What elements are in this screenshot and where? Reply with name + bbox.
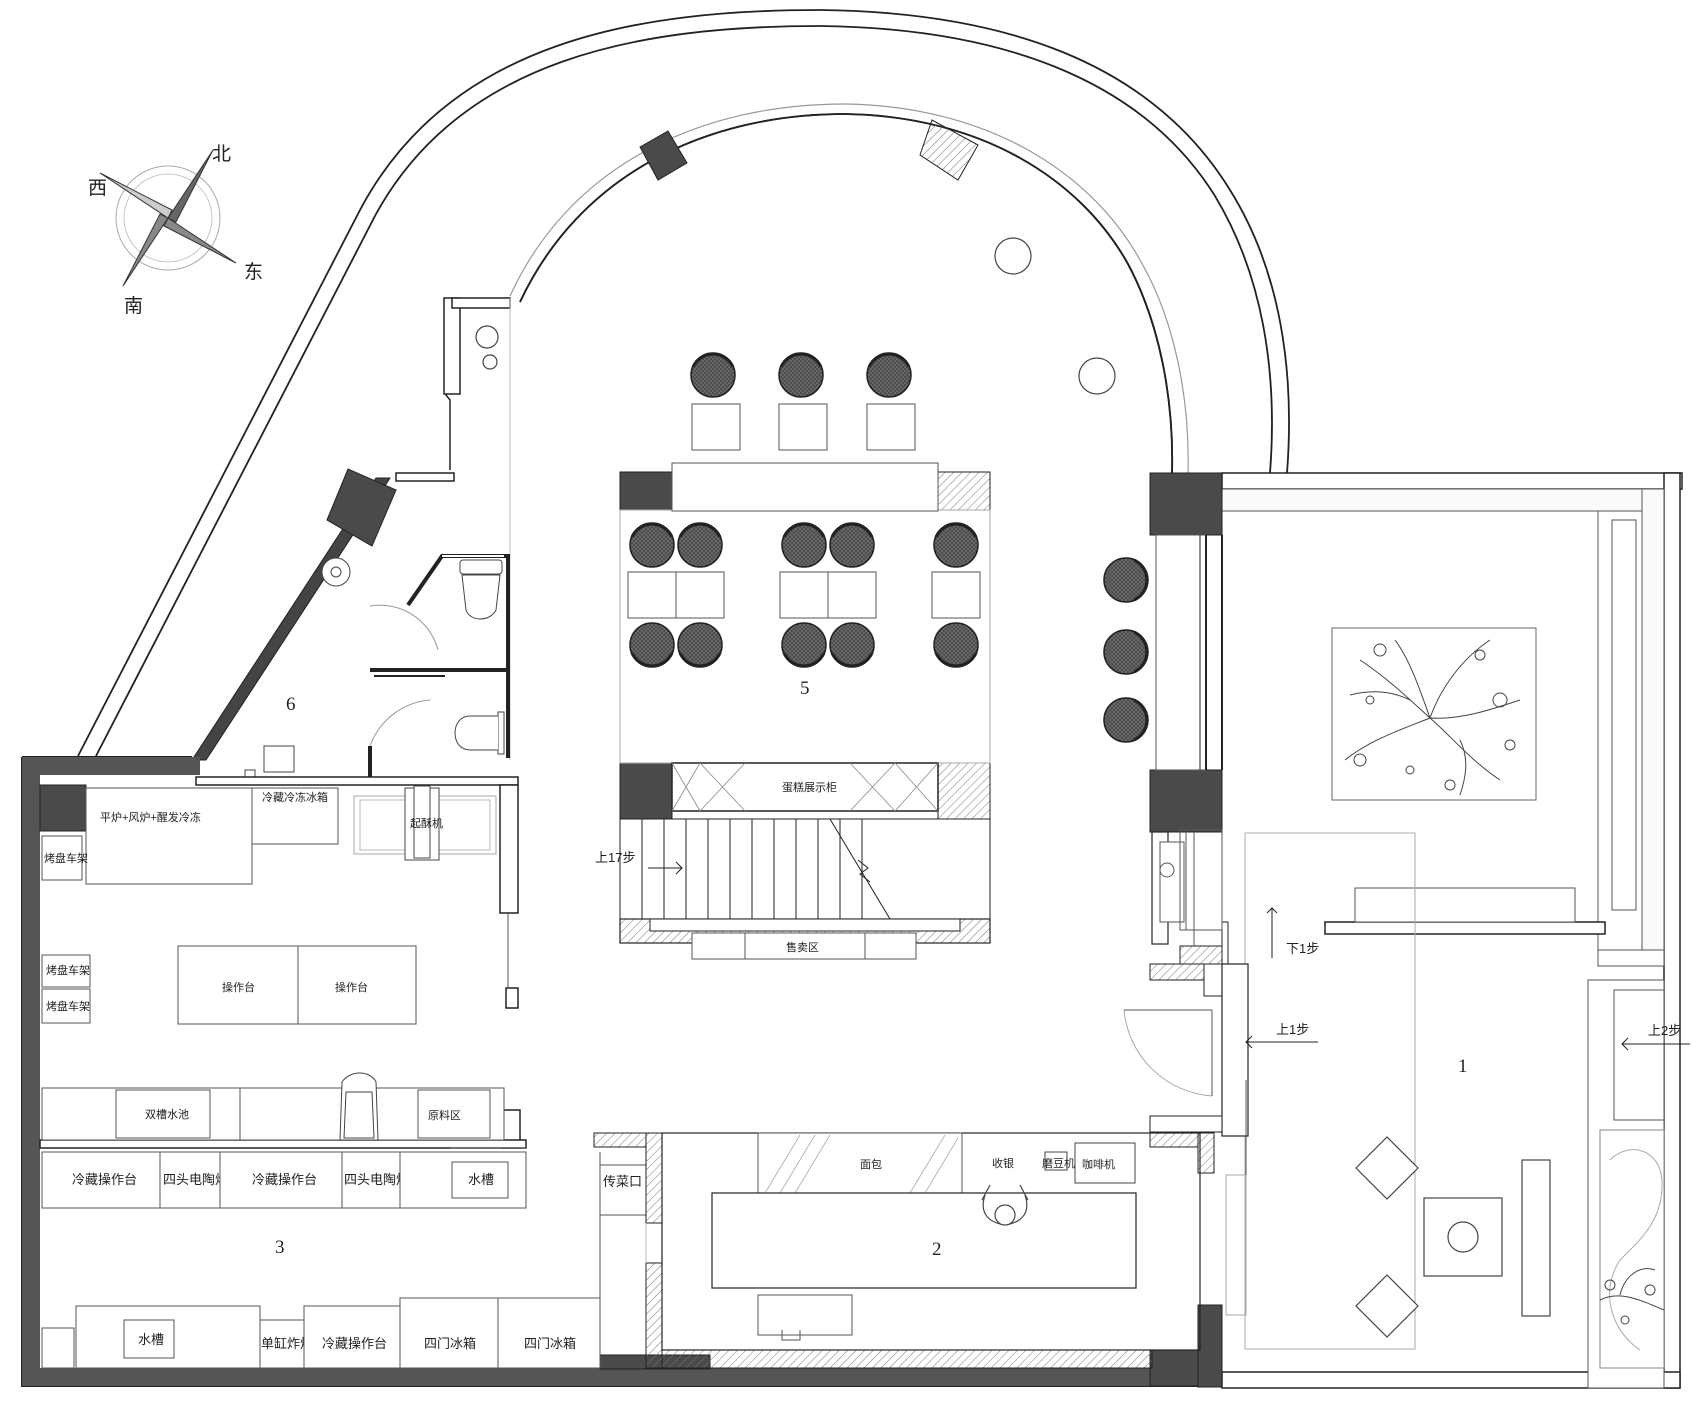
dough-machine-label: 起酥机	[410, 816, 443, 830]
zone-1-number: 1	[1458, 1056, 1468, 1077]
ceramic-stove-2-label: 四头电陶炉	[344, 1172, 409, 1187]
down1-label: 下1步	[1286, 941, 1319, 956]
bean-grinder-label: 磨豆机	[1042, 1156, 1075, 1170]
compass-east: 东	[244, 261, 263, 283]
bread-label: 面包	[860, 1158, 882, 1171]
double-sink-label: 双槽水池	[145, 1108, 189, 1121]
zone-2-counter: 面包 收银 磨豆机 咖啡机 2	[593, 1132, 1215, 1369]
fryer-label: 单缸炸炉	[261, 1336, 313, 1351]
sink-b-label: 水槽	[138, 1332, 164, 1347]
tree-icon	[1344, 639, 1521, 796]
compass-south: 南	[124, 295, 143, 317]
ceramic-stove-1-label: 四头电陶炉	[163, 1172, 228, 1187]
coffee-machine-label: 咖啡机	[1082, 1157, 1115, 1171]
zone-6-number: 6	[286, 694, 296, 715]
up1-label: 上1步	[1276, 1022, 1309, 1037]
rack-3-label: 烤盘车架	[46, 999, 90, 1013]
zone-2-number: 2	[932, 1239, 942, 1260]
zone-5-number: 5	[800, 678, 810, 699]
worktable-1-label: 操作台	[222, 980, 255, 994]
up2-label: 上2步	[1648, 1023, 1681, 1038]
sales-area-label: 售卖区	[786, 940, 819, 954]
cashier-label: 收银	[992, 1156, 1014, 1170]
curved-terrace	[77, 9, 1290, 757]
pastry-kitchen: 平炉+风炉+醒发冷冻 冷藏冷冻冰箱 起酥机 烤盘车架 烤盘车架 烤盘车架 操作台…	[41, 785, 526, 1149]
oven-combo-label: 平炉+风炉+醒发冷冻	[100, 810, 201, 824]
column-hatched	[919, 119, 991, 820]
cold-table-3-label: 冷藏操作台	[322, 1336, 387, 1351]
rack-2-label: 烤盘车架	[46, 963, 90, 977]
cake-display-label: 蛋糕展示柜	[782, 780, 837, 794]
zone5-east-wall	[1193, 535, 1223, 946]
sink-a-label: 水槽	[468, 1172, 494, 1187]
zone-5-dining: 5	[475, 237, 1207, 771]
rack-1-label: 烤盘车架	[44, 851, 88, 865]
cold-table-2-label: 冷藏操作台	[252, 1172, 317, 1187]
freezer-1-label: 四门冰箱	[424, 1336, 476, 1351]
zone-6: 6	[244, 297, 511, 780]
cake-display-cabinet: 蛋糕展示柜	[671, 762, 939, 812]
compass-rose: 北 西 东 南	[88, 143, 263, 317]
stairs: 售卖区 上17步	[595, 818, 991, 960]
compass-north: 北	[212, 143, 231, 165]
structural-columns	[39, 130, 1223, 1388]
corridor: 下1步 上1步 上2步	[1123, 829, 1690, 1175]
pass-window-label: 传菜口	[603, 1174, 642, 1189]
worktable-2-label: 操作台	[335, 980, 368, 994]
freezer-2-label: 四门冰箱	[524, 1336, 576, 1351]
cashier-person-icon	[981, 1184, 1029, 1226]
raw-material-label: 原料区	[428, 1108, 461, 1122]
tree-icon	[1599, 1268, 1665, 1325]
zone-3-kitchen: 冷藏操作台 四头电陶炉 冷藏操作台 四头电陶炉 水槽 传菜口 水槽 单缸炸炉 冷…	[41, 1151, 647, 1369]
zone-3-number: 3	[275, 1237, 285, 1258]
cold-table-1-label: 冷藏操作台	[72, 1172, 137, 1187]
room-1: 1	[1221, 472, 1683, 1389]
exterior-walls	[21, 368, 1202, 1401]
compass-west: 西	[88, 178, 107, 199]
fridge-freezer-label: 冷藏冷冻冰箱	[262, 790, 328, 804]
stairs-up17-label: 上17步	[595, 850, 635, 865]
